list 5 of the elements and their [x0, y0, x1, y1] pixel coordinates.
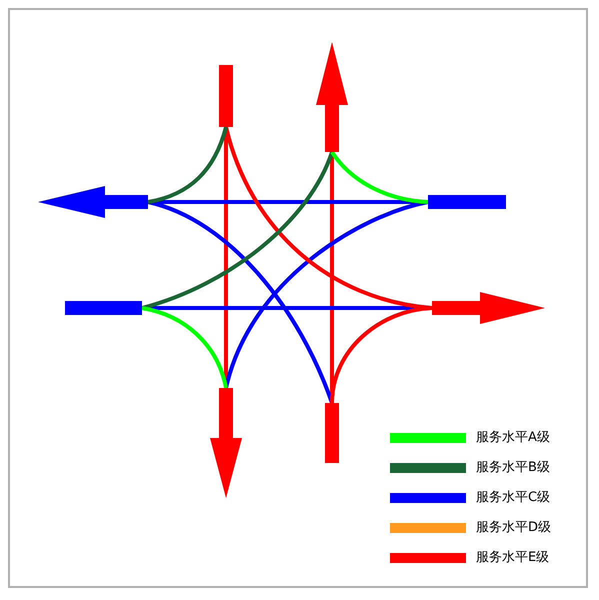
legend-label: 服务水平E级	[476, 549, 550, 567]
legend-label: 服务水平A级	[476, 429, 550, 447]
legend-label: 服务水平C级	[476, 489, 550, 507]
legend-label: 服务水平B级	[476, 459, 550, 477]
legend-label: 服务水平D级	[476, 519, 552, 537]
